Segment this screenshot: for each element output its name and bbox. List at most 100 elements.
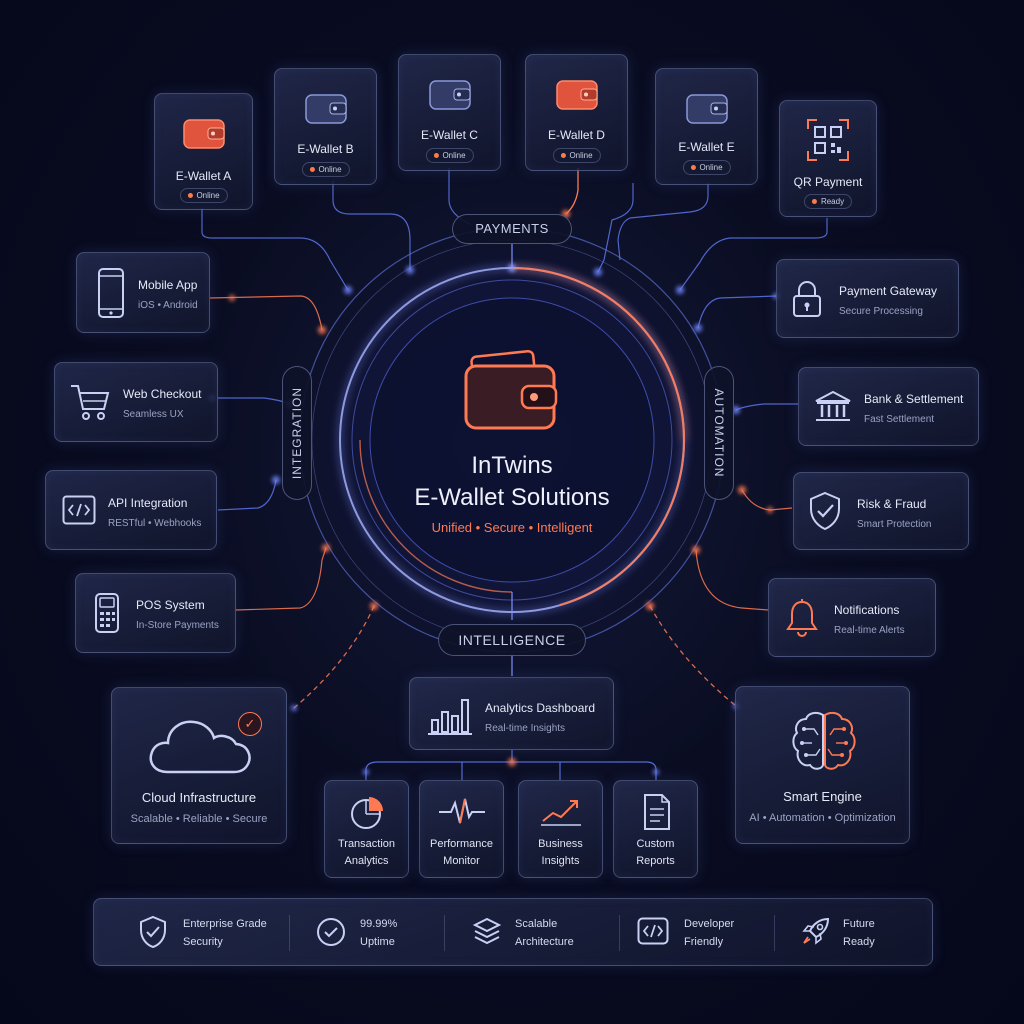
wallet-name: E-Wallet B	[297, 142, 354, 156]
pulse-icon	[439, 798, 485, 824]
hub-title-line1: InTwins	[471, 452, 553, 479]
card-title: Risk & Fraud	[857, 497, 927, 511]
notifications-card[interactable]: Notifications Real-time Alerts	[768, 578, 936, 657]
status-dot	[187, 193, 193, 199]
module-label-line1: Custom	[636, 838, 675, 850]
performance-monitor-card[interactable]: Performance Monitor	[419, 780, 504, 878]
qr-title: QR Payment	[793, 175, 863, 189]
custom-reports-card[interactable]: Custom Reports	[613, 780, 698, 878]
card-title: Mobile App	[138, 278, 198, 292]
status-text: Online	[442, 151, 466, 160]
status-badge: Online	[301, 162, 350, 177]
code-icon	[62, 495, 96, 525]
card-title: Notifications	[834, 603, 900, 617]
feature-security: Enterprise Grade Security	[138, 899, 298, 967]
feature-line1: 99.99%	[360, 918, 398, 930]
shield-check-icon	[810, 491, 840, 531]
bank-settlement-card[interactable]: Bank & Settlement Fast Settlement	[798, 367, 979, 446]
card-subtitle: Seamless UX	[123, 409, 184, 420]
status-dot	[811, 199, 817, 205]
status-text: Online	[196, 191, 220, 200]
wallet-icon	[685, 94, 728, 124]
analytics-dashboard-card[interactable]: Analytics Dashboard Real-time Insights	[409, 677, 614, 750]
automation-text: AUTOMATION	[712, 388, 726, 478]
pos-system-card[interactable]: POS System In-Store Payments	[75, 573, 236, 653]
smart-engine-card[interactable]: Smart Engine AI • Automation • Optimizat…	[735, 686, 910, 844]
qr-code-icon	[807, 119, 849, 161]
wallet-card-d[interactable]: E-Wallet D Online	[525, 54, 628, 171]
feature-future: Future Ready	[800, 899, 910, 967]
card-title: Web Checkout	[123, 387, 202, 401]
status-dot	[309, 167, 315, 173]
feature-line1: Developer	[684, 918, 735, 930]
wallet-card-a[interactable]: E-Wallet A Online	[154, 93, 253, 210]
shield-icon	[140, 915, 166, 949]
cloud-icon	[149, 720, 251, 774]
wallet-icon	[464, 349, 558, 430]
status-text: Online	[569, 151, 593, 160]
mobile-app-card[interactable]: Mobile App iOS • Android	[76, 252, 210, 333]
wallet-card-e[interactable]: E-Wallet E Online	[655, 68, 758, 185]
card-subtitle: Secure Processing	[839, 306, 923, 317]
features-bar: Enterprise Grade Security 99.99% Uptime …	[93, 898, 933, 966]
check-badge-icon: ✓	[238, 712, 262, 736]
lock-icon	[793, 280, 821, 317]
feature-developer: Developer Friendly	[637, 899, 757, 967]
status-badge: Online	[552, 148, 601, 163]
wallet-card-b[interactable]: E-Wallet B Online	[274, 68, 377, 185]
status-badge: Ready	[803, 194, 853, 209]
wallet-icon	[428, 80, 471, 110]
module-label-line2: Monitor	[443, 855, 480, 867]
cloud-infrastructure-card[interactable]: ✓ Cloud Infrastructure Scalable • Reliab…	[111, 687, 287, 844]
status-dot	[560, 153, 566, 159]
status-text: Online	[699, 163, 723, 172]
brain-icon	[792, 711, 856, 770]
status-badge: Online	[179, 188, 228, 203]
divider	[619, 915, 620, 951]
card-subtitle: AI • Automation • Optimization	[749, 812, 896, 824]
card-title: Payment Gateway	[839, 284, 938, 298]
card-title: Bank & Settlement	[864, 392, 964, 406]
feature-line1: Enterprise Grade	[183, 918, 267, 930]
module-label-line1: Business	[538, 838, 583, 850]
card-subtitle: iOS • Android	[138, 300, 198, 311]
status-dot	[690, 165, 696, 171]
api-integration-card[interactable]: API Integration RESTful • Webhooks	[45, 470, 217, 550]
cart-icon	[71, 385, 110, 420]
wallet-icon	[555, 80, 598, 110]
feature-uptime: 99.99% Uptime	[316, 899, 436, 967]
qr-payment-card[interactable]: QR Payment Ready	[779, 100, 877, 217]
divider	[444, 915, 445, 951]
wallet-card-c[interactable]: E-Wallet C Online	[398, 54, 501, 171]
card-title: Cloud Infrastructure	[141, 790, 257, 805]
divider	[774, 915, 775, 951]
wallet-name: E-Wallet D	[548, 128, 605, 142]
feature-line2: Uptime	[360, 936, 395, 948]
feature-line1: Scalable	[515, 918, 558, 930]
ring-label-payments: PAYMENTS	[452, 214, 572, 244]
transaction-analytics-card[interactable]: Transaction Analytics	[324, 780, 409, 878]
web-checkout-card[interactable]: Web Checkout Seamless UX	[54, 362, 218, 442]
risk-fraud-card[interactable]: Risk & Fraud Smart Protection	[793, 472, 969, 550]
payment-gateway-card[interactable]: Payment Gateway Secure Processing	[776, 259, 959, 338]
module-label-line1: Performance	[430, 838, 493, 850]
bell-icon	[786, 598, 818, 637]
hub-tagline: Unified • Secure • Intelligent	[431, 520, 593, 535]
pie-chart-icon	[351, 797, 383, 829]
feature-line1: Future	[843, 918, 875, 930]
card-subtitle: Smart Protection	[857, 519, 932, 530]
card-title: API Integration	[108, 496, 188, 510]
module-label-line1: Transaction	[337, 838, 396, 850]
card-subtitle: In-Store Payments	[136, 620, 219, 631]
card-title: Analytics Dashboard	[485, 701, 596, 715]
status-badge: Online	[682, 160, 731, 175]
feature-line2: Friendly	[684, 936, 724, 948]
feature-line2: Architecture	[515, 936, 574, 948]
card-subtitle: Fast Settlement	[864, 414, 935, 425]
business-insights-card[interactable]: Business Insights	[518, 780, 603, 878]
card-subtitle: Real-time Insights	[485, 723, 566, 734]
feature-line2: Security	[183, 936, 223, 948]
status-badge: Online	[425, 148, 474, 163]
ring-label-intelligence: INTELLIGENCE	[438, 624, 586, 656]
status-dot	[433, 153, 439, 159]
